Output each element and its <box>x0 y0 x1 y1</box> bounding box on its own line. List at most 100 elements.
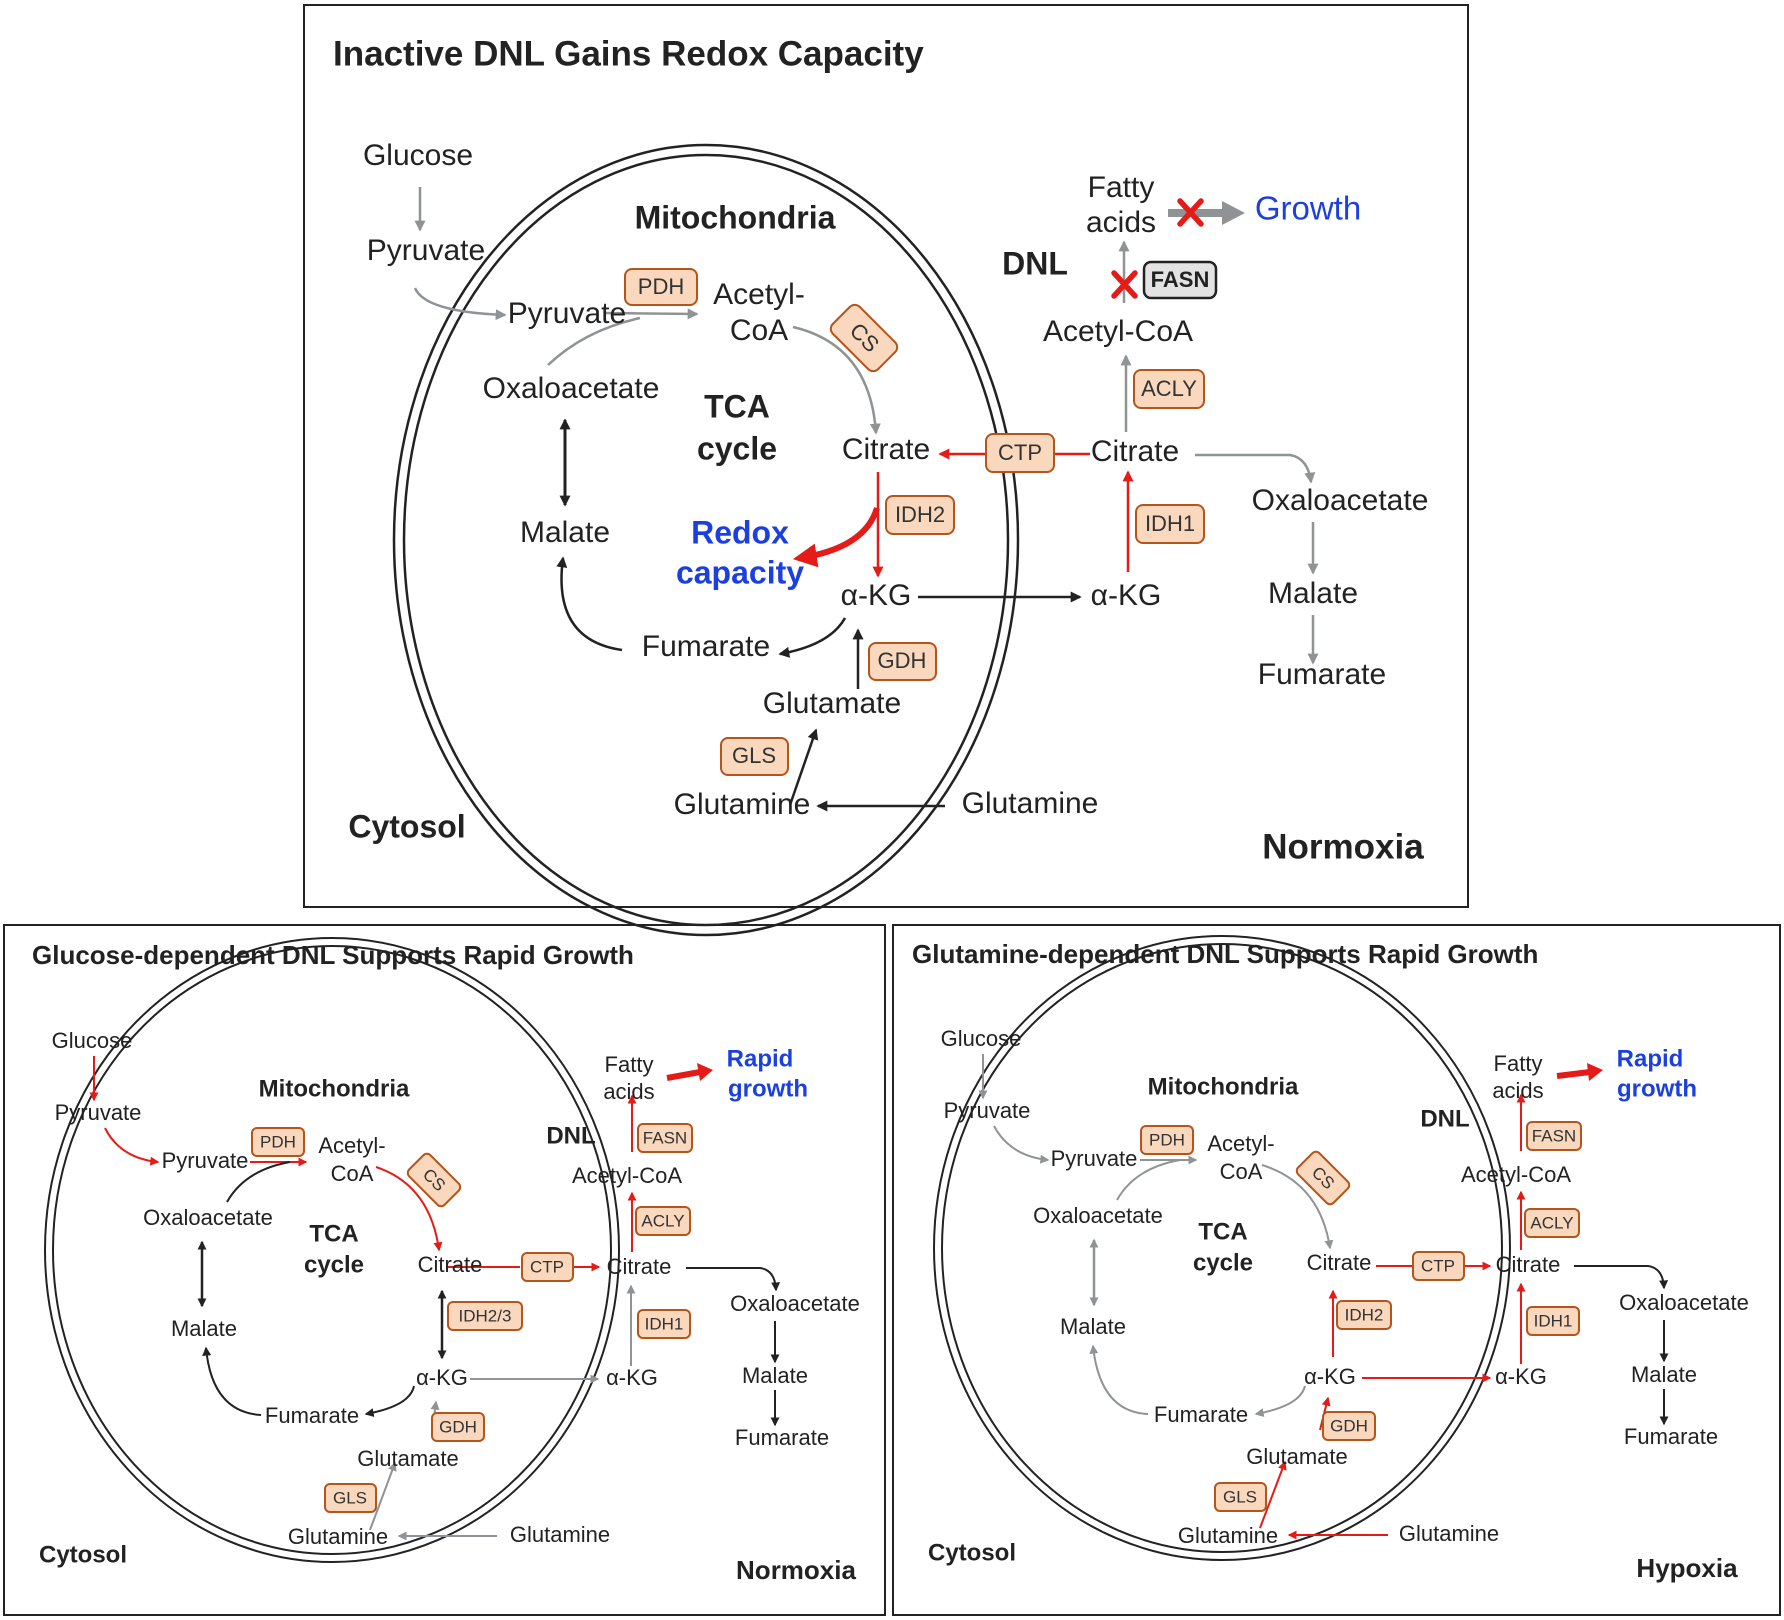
svg-text:IDH2: IDH2 <box>895 502 945 527</box>
malate-mito-label: Malate <box>171 1316 237 1341</box>
svg-text:ACLY: ACLY <box>1530 1213 1573 1232</box>
malate-mito-label: Malate <box>1060 1314 1126 1339</box>
svg-text:PDH: PDH <box>1149 1130 1185 1149</box>
panel-left-title: Glucose-dependent DNL Supports Rapid Gro… <box>32 940 634 970</box>
arrows-left <box>89 1056 781 1541</box>
glutamine-cytosol-label: Glutamine <box>1399 1521 1499 1546</box>
glutamine-cytosol-label: Glutamine <box>962 787 1099 820</box>
enzyme-ctp: CTP <box>1412 1251 1465 1281</box>
enzyme-gls: GLS <box>720 737 789 776</box>
enzyme-fasn: FASN <box>1526 1121 1582 1151</box>
svg-text:ACLY: ACLY <box>1141 376 1197 401</box>
fumarate-cytosol-label: Fumarate <box>1624 1424 1718 1449</box>
mitochondria-outer-membrane <box>933 935 1511 1561</box>
acetyl-coa-mito-label: Acetyl- <box>318 1133 385 1158</box>
tca-cycle-label-2: cycle <box>304 1251 364 1278</box>
pyruvate-mito-label: Pyruvate <box>1051 1146 1138 1171</box>
oxaloacetate-cytosol-label: Oxaloacetate <box>1252 484 1429 517</box>
mitochondria-label: Mitochondria <box>259 1075 410 1102</box>
enzyme-gdh: GDH <box>868 642 937 681</box>
glucose-label: Glucose <box>52 1028 133 1053</box>
tca-cycle-label: TCA <box>1198 1218 1247 1245</box>
panel-top-title: Inactive DNL Gains Redox Capacity <box>333 34 924 73</box>
fatty-acids-label: Fatty <box>605 1052 654 1077</box>
tca-cycle-label-2: cycle <box>1193 1249 1253 1276</box>
panel-left-frame <box>3 924 886 1616</box>
glucose-label: Glucose <box>363 139 473 172</box>
enzyme-cs: CS <box>406 1152 462 1208</box>
acetyl-coa-mito-label: Acetyl- <box>713 278 805 311</box>
svg-text:IDH1: IDH1 <box>645 1314 684 1333</box>
acetyl-coa-mito-label-2: CoA <box>331 1161 374 1186</box>
acetyl-coa-cytosol-label: Acetyl-CoA <box>572 1163 682 1188</box>
tca-cycle-label: TCA <box>309 1220 358 1247</box>
dnl-label: DNL <box>546 1122 595 1149</box>
mitochondria-inner-membrane <box>941 943 1503 1553</box>
enzyme-acly: ACLY <box>1524 1208 1580 1238</box>
fumarate-mito-label: Fumarate <box>265 1403 359 1428</box>
arrows-top <box>413 187 1319 812</box>
rapid-growth-label: Rapid <box>1617 1045 1684 1072</box>
glutamine-mito-label: Glutamine <box>288 1524 388 1549</box>
acetyl-coa-cytosol-label: Acetyl-CoA <box>1461 1162 1571 1187</box>
svg-text:GLS: GLS <box>732 743 776 768</box>
oxaloacetate-cytosol-label: Oxaloacetate <box>730 1291 860 1316</box>
oxaloacetate-mito-label: Oxaloacetate <box>483 372 660 405</box>
enzyme-gls: GLS <box>324 1483 377 1513</box>
akg-cytosol-label: α-KG <box>1091 579 1162 612</box>
enzyme-idh1: IDH1 <box>1526 1306 1580 1336</box>
enzyme-ctp: CTP <box>985 433 1055 473</box>
dnl-label: DNL <box>1420 1105 1469 1132</box>
panel-left: Glucose-dependent DNL Supports Rapid Gro… <box>3 924 886 1616</box>
svg-text:CTP: CTP <box>998 440 1042 465</box>
acetyl-coa-mito-label-2: CoA <box>730 314 788 347</box>
citrate-mito-label: Citrate <box>418 1252 483 1277</box>
fatty-acids-label-2: acids <box>1492 1078 1543 1103</box>
dnl-label: DNL <box>1002 245 1068 281</box>
enzyme-idh2: IDH2 <box>885 495 955 535</box>
citrate-cytosol-label: Citrate <box>1496 1252 1561 1277</box>
akg-mito-label: α-KG <box>841 579 912 612</box>
svg-text:PDH: PDH <box>638 274 684 299</box>
citrate-cytosol-label: Citrate <box>1091 435 1179 468</box>
svg-text:GDH: GDH <box>878 648 927 673</box>
akg-mito-label: α-KG <box>416 1365 468 1390</box>
growth-label: Growth <box>1255 190 1361 227</box>
enzyme-idh2: IDH2 <box>1336 1300 1392 1330</box>
glutamine-cytosol-label: Glutamine <box>510 1522 610 1547</box>
oxaloacetate-mito-label: Oxaloacetate <box>143 1205 273 1230</box>
panel-top-frame <box>303 4 1469 908</box>
panel-right: Glutamine-dependent DNL Supports Rapid G… <box>892 924 1781 1616</box>
pyruvate-mito-label: Pyruvate <box>508 297 626 330</box>
redox-capacity-label: Redox <box>691 514 789 550</box>
redox-capacity-label-2: capacity <box>676 554 804 590</box>
arrows-right <box>978 1054 1669 1540</box>
malate-cytosol-label: Malate <box>1268 577 1358 610</box>
enzyme-idh1: IDH1 <box>1135 504 1205 544</box>
svg-text:FASN: FASN <box>1151 267 1210 292</box>
malate-cytosol-label: Malate <box>742 1363 808 1388</box>
mitochondria-label: Mitochondria <box>1148 1073 1299 1100</box>
glutamate-label: Glutamate <box>763 687 901 720</box>
mitochondria-inner-membrane <box>52 945 612 1555</box>
condition-label: Hypoxia <box>1636 1553 1738 1583</box>
enzyme-acly: ACLY <box>1133 369 1205 409</box>
pyruvate-cytosol-label: Pyruvate <box>944 1098 1031 1123</box>
fatty-acids-label: Fatty <box>1088 171 1155 204</box>
rapid-growth-label: Rapid <box>727 1045 794 1072</box>
rapid-growth-label-2: growth <box>728 1075 808 1102</box>
enzyme-fasn: FASN <box>1142 260 1218 300</box>
citrate-mito-label: Citrate <box>842 433 930 466</box>
svg-text:GLS: GLS <box>1223 1487 1257 1506</box>
fumarate-cytosol-label: Fumarate <box>1258 658 1386 691</box>
svg-text:PDH: PDH <box>260 1132 296 1151</box>
glutamine-mito-label: Glutamine <box>1178 1523 1278 1548</box>
svg-text:ACLY: ACLY <box>641 1211 684 1230</box>
pyruvate-cytosol-label: Pyruvate <box>367 234 485 267</box>
fatty-acids-label-2: acids <box>1086 206 1156 239</box>
oxaloacetate-cytosol-label: Oxaloacetate <box>1619 1290 1749 1315</box>
malate-cytosol-label: Malate <box>1631 1362 1697 1387</box>
cytosol-label: Cytosol <box>928 1539 1016 1566</box>
acetyl-coa-mito-label-2: CoA <box>1220 1159 1263 1184</box>
citrate-cytosol-label: Citrate <box>607 1254 672 1279</box>
